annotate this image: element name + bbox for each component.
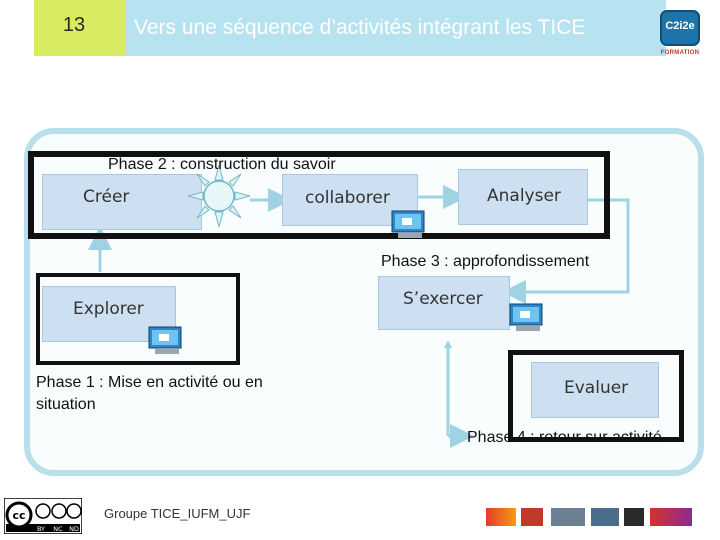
cc-nc-label: NC xyxy=(53,525,63,533)
phase4-frame xyxy=(508,350,684,442)
activity-analyser-label: Analyser xyxy=(487,186,561,206)
activity-evaluer: Evaluer xyxy=(531,362,659,418)
computer-icon xyxy=(509,303,543,331)
activity-evaluer-label: Evaluer xyxy=(564,378,629,398)
slide-number-box xyxy=(34,0,126,56)
activity-creer: Créer xyxy=(42,174,202,230)
footer-group-name: Groupe TICE_IUFM_UJF xyxy=(104,506,251,521)
ujf-logo xyxy=(521,508,543,526)
computer-icon xyxy=(391,210,425,238)
cc-nd-label: ND xyxy=(69,525,79,533)
phase1-frame xyxy=(36,273,240,365)
title-bar xyxy=(126,0,666,56)
phase4-label: Phase 4 : retour sur activité xyxy=(467,429,662,446)
creative-commons-license-badge: cc BY NC ND xyxy=(4,498,82,534)
activity-collaborer-label: collaborer xyxy=(305,188,390,208)
c2i2e-logo-subtitle: FORMATION xyxy=(660,50,700,56)
c2i2e-logo-text: C2i2e xyxy=(665,20,695,32)
activity-analyser: Analyser xyxy=(458,169,588,225)
activity-exercer: S’exercer xyxy=(378,276,510,330)
universite-savoie-logo xyxy=(591,508,619,526)
slide-title: Vers une séquence d’activités intégrant … xyxy=(134,16,586,39)
svg-text:cc: cc xyxy=(12,509,25,522)
slide-number: 13 xyxy=(62,14,86,36)
iufm-logo xyxy=(650,508,692,526)
phase1-label: Phase 1 : Mise en activité ou en situati… xyxy=(36,374,263,413)
universite-stendhal-logo xyxy=(551,508,585,526)
ufr-logo xyxy=(624,508,644,526)
activity-explorer-label: Explorer xyxy=(73,299,144,319)
sun-icon xyxy=(188,165,250,227)
activity-creer-label: Créer xyxy=(83,187,130,207)
c2i2e-logo xyxy=(660,10,700,46)
phase2-frame xyxy=(28,151,610,239)
cc-by-label: BY xyxy=(37,525,45,533)
phase3-label: Phase 3 : approfondissement xyxy=(381,253,590,270)
activity-exercer-label: S’exercer xyxy=(403,289,483,309)
computer-icon xyxy=(148,326,182,354)
phase2-label: Phase 2 : construction du savoir xyxy=(108,156,336,173)
upmf-logo xyxy=(486,508,516,526)
